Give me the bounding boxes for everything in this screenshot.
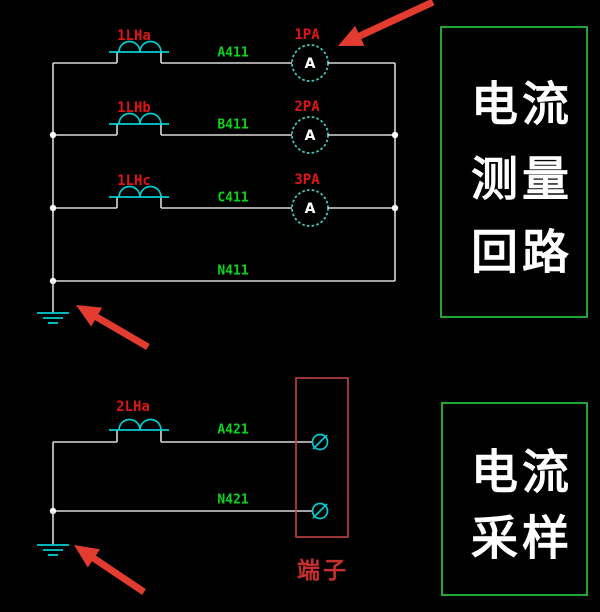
current-transformer-icon: [109, 40, 169, 53]
wire-label: C411: [217, 191, 248, 206]
ground-icon: [37, 511, 69, 556]
junction-dot: [49, 131, 57, 139]
phase-row-c: 1LHc C411 A 3PA: [53, 172, 395, 227]
caption-line: 电流: [471, 446, 573, 501]
terminal-icon: [311, 502, 329, 520]
arrow-icon: [76, 305, 150, 350]
caption-line: 采样: [471, 512, 573, 567]
terminal-caption: 端子: [297, 558, 349, 584]
neutral-wire-label: N411: [217, 264, 248, 279]
ct-label: 2LHa: [116, 399, 150, 415]
ct-label: 1LHc: [117, 173, 151, 189]
terminal-icon: [311, 433, 329, 451]
ammeter-letter: A: [305, 201, 316, 217]
current-transformer-icon: [109, 418, 169, 431]
caption-box-measurement: 电流 测量 回路: [440, 26, 588, 318]
junction-dot: [49, 204, 57, 212]
neutral-wire-label: N421: [217, 493, 248, 508]
arrow-icon: [74, 545, 146, 595]
phase-row-b: 1LHb B411 A 2PA: [53, 99, 395, 154]
caption-line: 电流: [471, 78, 573, 133]
wire-label: A411: [217, 46, 248, 61]
wire-label: A421: [217, 423, 248, 438]
ammeter-letter: A: [305, 128, 316, 144]
caption-box-border: [441, 402, 588, 596]
caption-box-border: [440, 26, 588, 318]
ammeter-label: 2PA: [294, 99, 320, 115]
junction-dot: [391, 204, 399, 212]
terminal-block-outline: [295, 377, 349, 538]
ct-label: 1LHb: [117, 100, 151, 116]
current-transformer-icon: [109, 185, 169, 198]
ammeter-label: 3PA: [294, 172, 320, 188]
measurement-circuit: N411 1LHa A411 A 1PA: [37, 27, 399, 324]
caption-line: 回路: [471, 226, 573, 281]
caption-line: 测量: [471, 153, 573, 208]
ammeter-letter: A: [305, 56, 316, 72]
caption-box-sampling: 电流 采样: [441, 402, 588, 596]
ground-icon: [37, 281, 69, 324]
junction-dot: [391, 131, 399, 139]
wire-label: B411: [217, 118, 248, 133]
terminal-block: 端子: [295, 377, 349, 584]
annotation-arrows: [74, 0, 435, 595]
ammeter-icon: A: [291, 44, 329, 82]
ammeter-icon: A: [291, 189, 329, 227]
ammeter-icon: A: [291, 116, 329, 154]
ct-label: 1LHa: [117, 28, 151, 44]
current-transformer-icon: [109, 112, 169, 125]
arrow-icon: [338, 0, 435, 46]
phase-row-a: 1LHa A411 A 1PA: [53, 27, 395, 82]
sampling-circuit: 2LHa A421 N421: [37, 377, 349, 584]
ammeter-label: 1PA: [294, 27, 320, 43]
